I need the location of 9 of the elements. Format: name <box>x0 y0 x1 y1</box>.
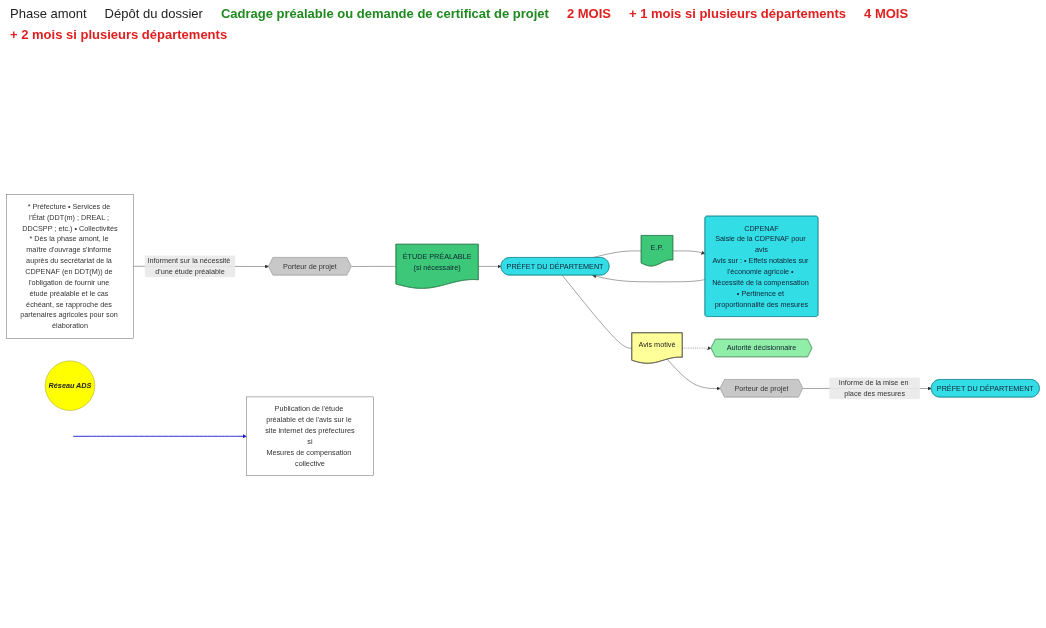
duration-note: + 2 mois si plusieurs départements <box>10 27 228 42</box>
duration-note: 2 MOIS <box>566 6 611 21</box>
duration-note: 4 MOIS <box>864 6 909 21</box>
connector <box>562 275 633 349</box>
duration-note: + 1 mois si plusieurs départements <box>628 6 847 21</box>
heading-label: Phase amont <box>10 6 87 21</box>
heading-label: Dépôt du dossier <box>104 6 203 21</box>
connector <box>351 266 397 267</box>
heading-label: Cadrage préalable ou demande de certificat de projet <box>220 6 549 21</box>
